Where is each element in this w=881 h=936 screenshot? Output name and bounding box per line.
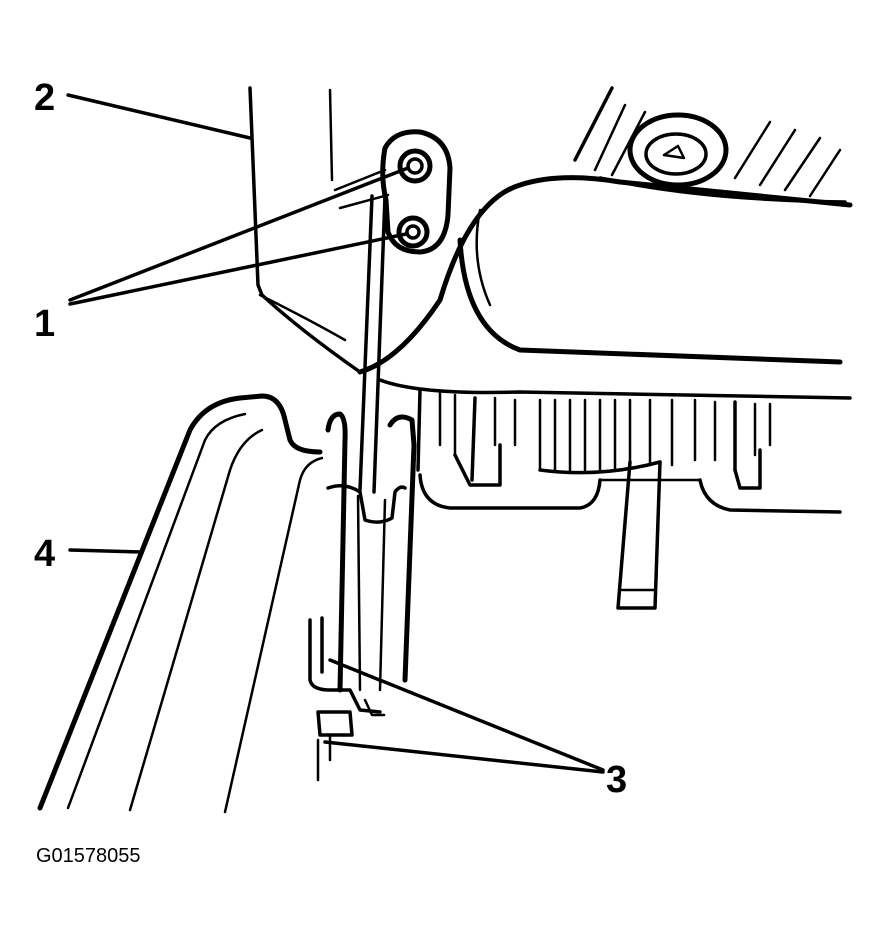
leader-line-1a (68, 166, 410, 302)
leader-line-2 (66, 93, 252, 140)
figure-id: G01578055 (36, 845, 141, 867)
callout-4: 4 (34, 533, 55, 575)
ribbed-assembly (416, 388, 772, 490)
callout-3: 3 (606, 759, 627, 801)
actuator-rod (358, 194, 387, 494)
main-housing (357, 175, 853, 400)
top-cover (573, 86, 847, 204)
vertical-channel (308, 411, 417, 782)
vertical-post (248, 86, 362, 374)
leader-line-3a (328, 658, 605, 772)
bolt-bracket (333, 129, 453, 255)
leader-line-1b (68, 232, 408, 306)
leader-line-4 (68, 548, 144, 554)
lower-frame (418, 460, 842, 610)
leader-lines (66, 93, 605, 774)
leader-line-3b (323, 740, 605, 774)
callout-1: 1 (34, 303, 55, 345)
side-panel (37, 393, 324, 814)
callout-2: 2 (34, 77, 55, 119)
